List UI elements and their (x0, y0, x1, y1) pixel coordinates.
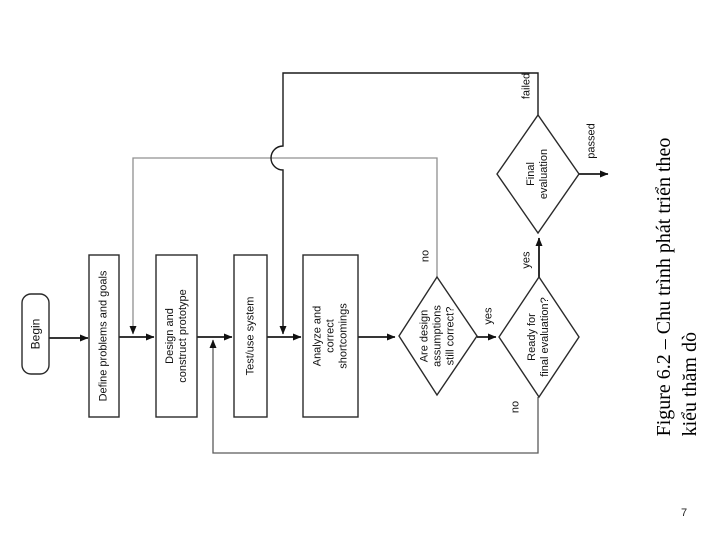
analyze-label: Analyze and correct shortcomings (312, 303, 351, 368)
edge-label-no-assumptions: no (419, 249, 432, 263)
assumptions-label: Are design assumptions still correct? (419, 305, 458, 367)
slide-title-line2: kiểu thăm dò (679, 331, 701, 437)
analyze-label-line2: correct (324, 319, 337, 353)
slide-title: Figure 6.2 – Chu trình phát triển theo k… (651, 138, 703, 437)
testuse-node (233, 254, 268, 418)
edge-label-yes-ready: yes (520, 251, 533, 269)
begin-label: Begin (28, 318, 43, 350)
analyze-label-line3: shortcomings (337, 303, 350, 369)
testuse-label: Test/use system (244, 296, 257, 376)
assumptions-decision-node (398, 275, 478, 397)
define-node (88, 254, 120, 418)
design-label: Design and construct prototype (164, 289, 190, 383)
assumptions-label-line1: Are design (418, 309, 431, 363)
assumptions-label-line3: still correct? (444, 306, 457, 366)
final-evaluation-label: Final evaluation (525, 149, 551, 199)
edge-label-yes-assumptions: yes (482, 307, 495, 325)
final-evaluation-label-line2: evaluation (538, 148, 550, 200)
edge-no-assumptions-loop (129, 157, 438, 335)
define-label: Define problems and goals (97, 270, 110, 402)
edge-label-no-ready: no (509, 400, 522, 414)
design-label-line2: construct prototype (177, 289, 189, 383)
slide-title-line1: Figure 6.2 – Chu trình phát triển theo (653, 137, 675, 437)
edge-failed-loop (270, 72, 539, 335)
assumptions-label-line2: assumptions (431, 305, 444, 367)
final-evaluation-decision-node (496, 113, 580, 235)
analyze-label-line1: Analyze and (311, 305, 324, 367)
begin-node (21, 293, 50, 375)
analyze-node (302, 254, 359, 418)
ready-decision-node (498, 275, 580, 399)
final-evaluation-label-line1: Final (525, 162, 537, 186)
design-node (155, 254, 198, 418)
ready-label-line1: Ready for (526, 313, 538, 361)
ready-label-line2: final evaluation? (539, 297, 551, 377)
edge-label-failed: failed (520, 72, 533, 100)
page-number: 7 (681, 507, 688, 519)
ready-label: Ready for final evaluation? (526, 297, 552, 377)
design-label-line1: Design and (164, 308, 176, 364)
edge-no-ready-loop (209, 339, 539, 454)
edge-label-passed: passed (585, 123, 598, 159)
